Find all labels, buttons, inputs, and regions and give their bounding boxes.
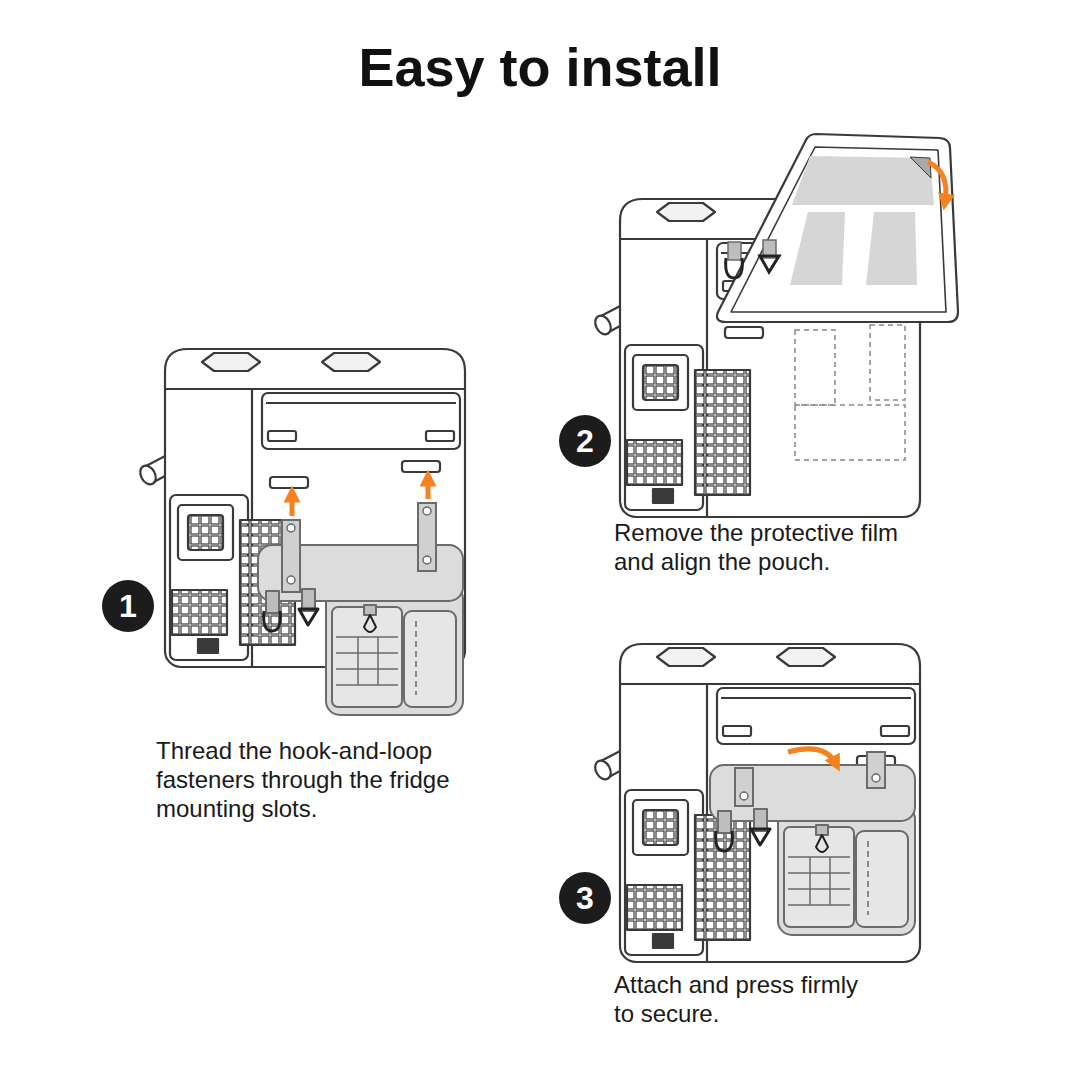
pouch-drawing bbox=[710, 765, 915, 935]
direction-arrow bbox=[290, 494, 295, 516]
triangle-ring bbox=[760, 256, 779, 272]
protective-film bbox=[790, 212, 845, 285]
step-number-circle: 1 bbox=[102, 580, 154, 632]
velcro-strap bbox=[418, 503, 436, 571]
step-number: 2 bbox=[576, 424, 594, 458]
pouch-back bbox=[717, 134, 958, 322]
press-arrow bbox=[788, 749, 836, 764]
step-caption: Attach and press firmly to secure. bbox=[614, 970, 872, 1028]
strap-rivet bbox=[740, 792, 748, 800]
ring-tab bbox=[728, 242, 741, 260]
step-caption: Thread the hook-and-loop fasteners throu… bbox=[156, 736, 486, 823]
velcro-strap bbox=[282, 520, 300, 592]
pouch-back-inner bbox=[731, 147, 946, 312]
step-number-circle: 2 bbox=[559, 415, 611, 467]
fridge-drawing bbox=[592, 644, 920, 962]
page-title: Easy to install bbox=[0, 36, 1080, 98]
alignment-mark bbox=[795, 330, 835, 405]
strap-rivet bbox=[287, 524, 295, 532]
strap-rivet bbox=[423, 556, 431, 564]
step-caption: Remove the protective film and align the… bbox=[614, 518, 919, 576]
d-ring bbox=[726, 258, 743, 278]
strap-rivet bbox=[872, 774, 880, 782]
step-number-circle: 3 bbox=[559, 872, 611, 924]
strap-rivet bbox=[287, 576, 295, 584]
peeled-corner bbox=[910, 157, 931, 178]
direction-arrow bbox=[426, 478, 431, 499]
step-number: 3 bbox=[576, 881, 594, 915]
step-number: 1 bbox=[119, 589, 137, 623]
protective-film bbox=[866, 212, 917, 285]
velcro-strap bbox=[867, 752, 885, 788]
peel-arrow bbox=[928, 162, 946, 202]
velcro-strap bbox=[735, 768, 753, 806]
strap-rivet bbox=[423, 507, 431, 515]
protective-film bbox=[792, 156, 934, 205]
alignment-mark bbox=[870, 325, 905, 400]
alignment-mark bbox=[795, 405, 905, 460]
